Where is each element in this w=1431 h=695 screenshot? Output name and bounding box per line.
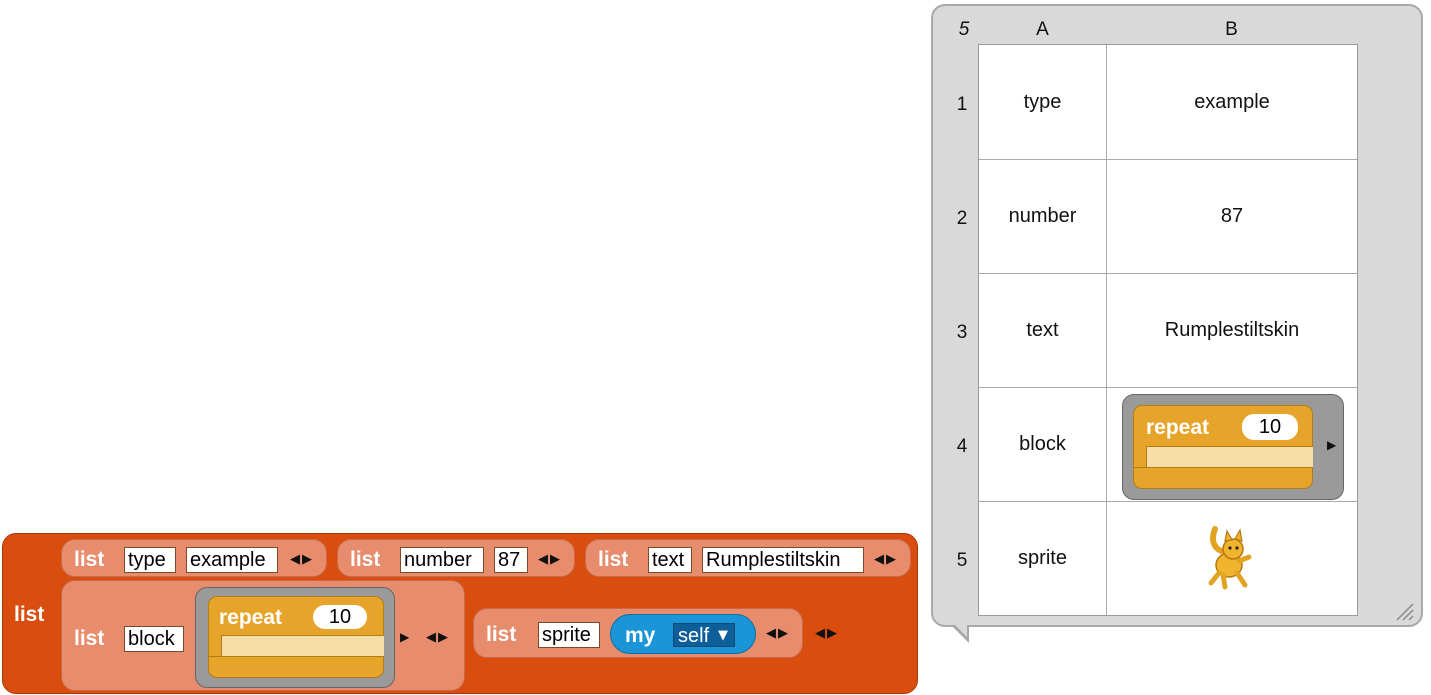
text-slot[interactable]: type [124, 547, 176, 573]
outer-list-label: list [14, 603, 45, 626]
block-ring[interactable]: repeat 10 ▶ [1122, 394, 1344, 500]
chevron-down-icon: ▼ [718, 628, 728, 643]
repeat-c-bottom [1133, 467, 1313, 489]
list-block-type[interactable]: list type example ◀▶ [61, 539, 327, 577]
text-slot[interactable]: sprite [538, 622, 600, 648]
table-cell[interactable]: text [1026, 319, 1059, 341]
row-count-label: 5 [958, 19, 970, 40]
column-header-a[interactable]: A [1036, 19, 1049, 40]
list-block-number[interactable]: list number 87 ◀▶ [337, 539, 575, 577]
column-header-b[interactable]: B [1225, 19, 1238, 40]
speech-bubble-tail-fill [954, 624, 967, 637]
resize-handle-icon[interactable] [1393, 600, 1415, 622]
sprite-costume-icon-svg [1208, 526, 1252, 590]
self-value: self [678, 625, 710, 647]
row-number: 3 [956, 322, 968, 343]
repeat-label: repeat [1146, 416, 1210, 439]
row-divider [979, 387, 1357, 388]
row-number: 5 [956, 550, 968, 571]
table-cell[interactable]: Rumplestiltskin [1164, 319, 1300, 341]
list-label: list [486, 623, 517, 646]
table-view-bubble: 5 A B type number text block sprite exam… [931, 4, 1423, 643]
text-slot[interactable]: block [124, 626, 184, 652]
text-slot[interactable]: Rumplestiltskin [702, 547, 864, 573]
variadic-arrows-icon[interactable]: ◀▶ [766, 626, 790, 641]
repeat-c-slot [222, 636, 384, 656]
list-block-sprite[interactable]: list sprite my self ▼ ◀▶ [473, 608, 803, 658]
table-cell[interactable]: type [1023, 91, 1062, 113]
repeat-block[interactable]: repeat 10 [1133, 405, 1313, 447]
repeat-c-slot [1147, 447, 1313, 467]
sprite-costume-icon[interactable] [1201, 525, 1261, 591]
row-divider [979, 159, 1357, 160]
repeat-count-slot[interactable]: 10 [313, 605, 367, 629]
resize-handle-svg [1396, 603, 1414, 621]
list-block-block[interactable]: list block repeat 10 ▶ ◀▶ [61, 580, 465, 691]
column-divider [1106, 45, 1107, 615]
list-block-text[interactable]: list text Rumplestiltskin ◀▶ [585, 539, 911, 577]
list-label: list [598, 548, 629, 571]
row-divider [979, 273, 1357, 274]
repeat-c-arm [208, 635, 222, 657]
row-number: 1 [956, 94, 968, 115]
variadic-arrows-icon[interactable]: ◀▶ [538, 552, 562, 567]
text-slot[interactable]: example [186, 547, 278, 573]
block-ring[interactable]: repeat 10 [195, 587, 395, 688]
table-grid: type number text block sprite example 87… [978, 44, 1358, 616]
repeat-c-arm [1133, 446, 1147, 468]
list-label: list [74, 627, 105, 650]
table-cell[interactable]: example [1194, 91, 1270, 113]
table-cell[interactable]: 87 [1220, 205, 1244, 227]
list-label: list [350, 548, 381, 571]
variadic-arrows-icon[interactable]: ◀▶ [290, 552, 314, 567]
my-label: my [625, 624, 656, 647]
text-slot[interactable]: number [400, 547, 484, 573]
repeat-label: repeat [219, 606, 283, 629]
ring-arrow-icon[interactable]: ▶ [400, 630, 410, 644]
repeat-count-slot[interactable]: 10 [1242, 414, 1298, 440]
row-number: 4 [956, 436, 968, 457]
text-slot[interactable]: 87 [494, 547, 528, 573]
table-cell[interactable]: sprite [1018, 547, 1067, 569]
table-cell[interactable]: block [1019, 433, 1066, 455]
repeat-block[interactable]: repeat 10 [208, 596, 384, 636]
variadic-arrows-icon[interactable]: ◀▶ [874, 552, 898, 567]
ring-arrow-icon[interactable]: ▶ [1327, 438, 1337, 452]
self-dropdown[interactable]: self ▼ [673, 623, 735, 647]
text-slot[interactable]: text [648, 547, 692, 573]
repeat-c-bottom [208, 656, 384, 678]
outer-variadic-arrows-icon[interactable]: ◀▶ [815, 626, 839, 641]
row-number: 2 [956, 208, 968, 229]
row-divider [979, 501, 1357, 502]
variadic-arrows-icon[interactable]: ◀▶ [426, 630, 450, 645]
list-label: list [74, 548, 105, 571]
table-cell[interactable]: number [1008, 205, 1077, 227]
outer-list-block[interactable]: list list type example ◀▶ list number 87… [2, 533, 918, 694]
my-reporter-block[interactable]: my self ▼ [610, 614, 756, 654]
